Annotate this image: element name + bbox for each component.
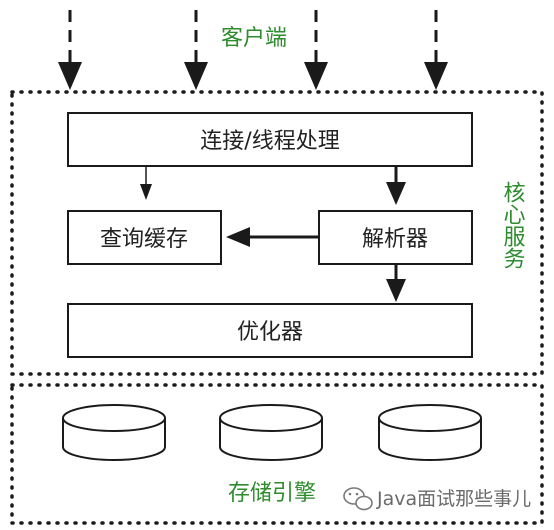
arrow-parser-to-optimizer (386, 264, 406, 302)
watermark-text: Java面试那些事儿 (376, 488, 531, 510)
optimizer-box: 优化器 (67, 303, 473, 358)
optimizer-label: 优化器 (237, 320, 303, 345)
parser-label: 解析器 (362, 227, 428, 252)
client-arrows (58, 10, 448, 90)
client-label: 客户端 (221, 26, 287, 51)
connection-box: 连接/线程处理 (67, 112, 473, 167)
arrow-connection-to-cache (140, 166, 152, 200)
client-arrow-4 (424, 10, 448, 90)
arrow-connection-to-parser (386, 166, 406, 205)
storage-engine-label: 存储引擎 (228, 481, 316, 506)
client-arrow-2 (184, 10, 208, 90)
wechat-icon (343, 487, 373, 511)
parser-box: 解析器 (318, 210, 473, 265)
client-arrow-1 (58, 10, 82, 90)
storage-cylinder-3 (378, 404, 482, 461)
client-arrow-3 (304, 10, 328, 90)
core-service-label: 核心服务 (500, 181, 526, 269)
storage-cylinder-1 (62, 404, 166, 461)
query-cache-box: 查询缓存 (67, 210, 222, 265)
arrow-parser-to-cache (226, 227, 319, 247)
connection-label: 连接/线程处理 (200, 129, 339, 154)
query-cache-label: 查询缓存 (100, 227, 188, 252)
storage-cylinder-2 (219, 404, 323, 461)
watermark: Java面试那些事儿 (343, 487, 531, 511)
